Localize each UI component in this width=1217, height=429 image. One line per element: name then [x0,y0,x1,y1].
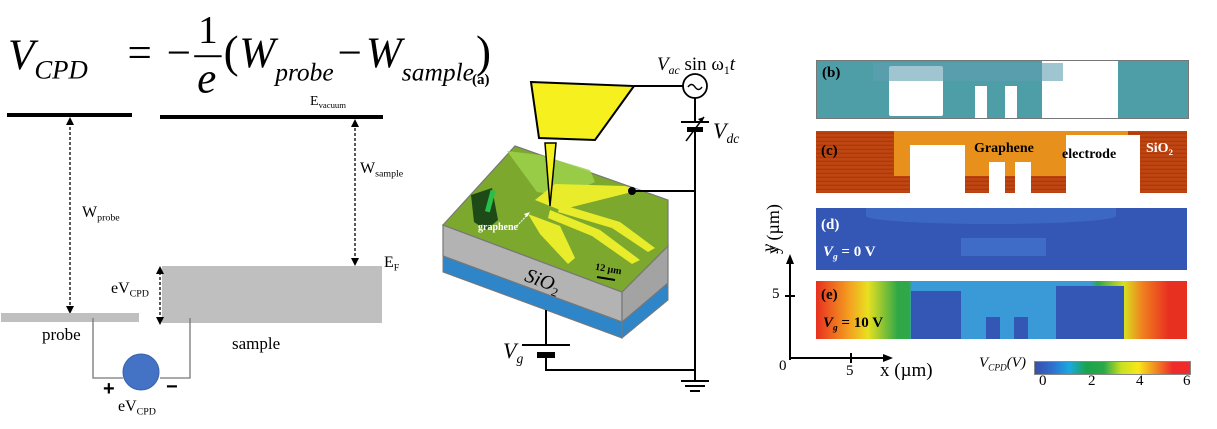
origin-label: 0 [779,358,787,374]
graphene-region [873,63,1063,81]
w-sample-label: Wsample [360,160,404,180]
w-probe-arrow-head-up [66,117,74,125]
gate-battery-short-plate [537,352,555,358]
cpd-map-d-graphene [866,208,1116,224]
panel-b-label: (b) [822,65,841,81]
green-flake [484,189,496,213]
electrode-annotation: electrode [1062,147,1117,162]
ev-cpd-arrow-head-up [156,266,164,274]
cpd-map-e-finger-1 [986,317,1000,339]
colorbar-tick-2: 2 [1088,373,1096,389]
colorbar-tick-6: 6 [1183,373,1191,389]
w-probe-label: Wprobe [82,204,120,224]
energy-diagram-svg [1,113,383,391]
cpd-map-d-channel [961,238,1046,256]
colorbar-label: VCPD(V) [979,355,1026,374]
w-probe-arrow-head-down [66,306,74,314]
circuit-wire-right [160,318,191,379]
eq-open-paren: ( [223,26,239,77]
electrode-right-c [1066,135,1140,193]
afm-tip [544,142,557,207]
e-f-label: EF [384,254,400,274]
panel-d-label: (d) [821,217,840,233]
panel-c-label: (c) [821,143,838,159]
sample-label: sample [232,334,281,353]
vg-label: Vg [503,338,524,366]
colorbar-tick-0: 0 [1039,373,1047,389]
minus-sign: − [166,376,178,398]
eq-numerator: 1 [198,7,218,52]
eq-close-paren: ) [475,26,491,77]
variable-arrow-head [698,117,704,123]
w-sample-arrow-head-down [351,258,359,266]
finger-2-c [1015,162,1031,193]
sample-band [162,266,382,323]
eq-denominator: e [197,54,217,103]
topography-image-c: (c) Graphene electrode SiO2 [816,131,1187,193]
panel-e-label: (e) [821,287,838,303]
finger-1-c [989,162,1005,193]
x-axis-label: x (µm) [880,360,933,381]
sio2-annotation: SiO2 [1146,141,1173,158]
cpd-map-e: (e) Vg = 10 V [816,281,1187,339]
w-sample-arrow-head-up [351,119,359,127]
eq-minus: − [166,28,192,77]
cpd-map-d: (d) Vg = 0 V [816,208,1187,270]
graphene-annotation: Graphene [974,141,1034,156]
fraction-bar [194,55,222,58]
cpd-map-e-electrode-left [911,291,961,339]
y-tick-label-5: 5 [772,286,780,302]
electrode-1 [535,184,640,210]
electrode-finger-2 [1005,86,1017,118]
optical-image-b: (b) [816,60,1189,119]
eq-w-sample-symbol: W [365,28,402,77]
e-vacuum-label: Evacuum [310,94,347,111]
panel-d-vg: Vg = 0 V [823,244,876,263]
sine-wave-icon [687,83,703,91]
electrode-3 [548,210,640,264]
eq-equals: = [127,28,152,77]
panel-a-label: (a) [472,72,490,88]
y-axis-arrow [786,254,794,264]
cpd-equation: VCPD = − 1 e ( Wprobe − Wsample) [8,7,491,102]
vdc-label: Vdc [713,118,740,146]
probe-label: probe [42,325,81,344]
gate-wire-return [545,358,695,371]
colorbar-tick-4: 4 [1136,373,1144,389]
eq-op-minus: − [337,28,362,77]
colorbar [1034,361,1191,375]
ev-cpd-arrow-head-down [156,317,164,325]
electrode-2 [528,214,575,264]
x-axis-arrow [883,354,893,362]
eq-w-sample-subscript: sample [401,58,475,87]
eq-lhs: VCPD [8,30,88,85]
ev-cpd-gap-label: eVCPD [111,280,149,300]
graphene-label: graphene [478,222,518,233]
scale-bar [596,276,616,281]
cantilever-top [529,80,636,142]
y-axis-label-text: y (µm) [763,204,783,254]
vac-label: Vac sin ω1t [657,54,736,78]
probe-band [1,313,139,322]
plus-sign: + [103,378,115,400]
eq-w-sample-term: Wsample [366,28,474,88]
electrode-4 [558,204,655,252]
eq-w-probe: Wprobe [239,28,334,87]
cpd-map-e-finger-2 [1014,317,1028,339]
graphene-pointer-head [524,212,530,217]
panel-e-vg: Vg = 10 V [823,315,884,334]
cpd-map-e-electrode-right [1056,286,1124,339]
electrode-finger-1 [975,86,987,118]
voltage-source [122,353,160,391]
ev-cpd-source-label: eVCPD [118,398,156,418]
electrode-left-c [910,145,965,193]
x-tick-label-5: 5 [846,363,854,379]
circuit-wire [92,318,123,379]
